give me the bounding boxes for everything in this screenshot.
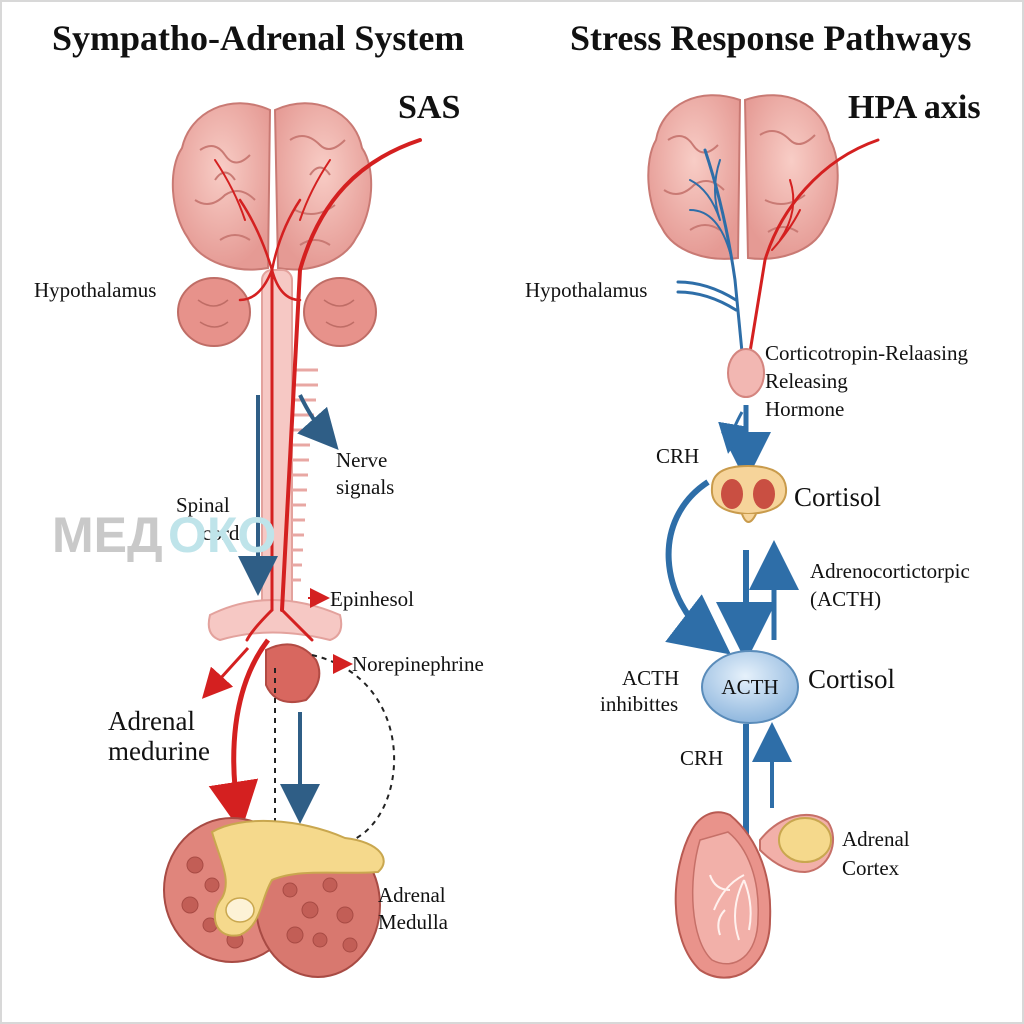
- sas-hypothalamus-lobes: [177, 277, 377, 347]
- acth-node-label: ACTH: [721, 675, 778, 699]
- nerve-signals-label-2: signals: [336, 475, 394, 499]
- adrenal-cortex-illustration: [674, 811, 834, 979]
- adrenal-medurine-label-2: medurine: [108, 736, 210, 766]
- left-panel-title: Sympatho-Adrenal System: [52, 18, 464, 58]
- watermark-right: ОКО: [168, 507, 276, 563]
- acth-label-2: (ACTH): [810, 587, 881, 611]
- hpa-brain-illustration: [647, 94, 839, 260]
- norepinephrine-label: Norepinephrine: [352, 652, 484, 676]
- hpa-hypothalamus-label: Hypothalamus: [525, 278, 647, 302]
- acth-label-1: Adrenocortictorpic: [810, 559, 970, 583]
- cortisol-mid-label: Cortisol: [808, 664, 895, 694]
- adrenal-cortex-label-1: Adrenal: [842, 827, 910, 851]
- sas-nerve-pathway: [214, 138, 422, 642]
- adrenal-medurine-label-1: Adrenal: [108, 706, 195, 736]
- epinephrine-label: Epinhesol: [330, 587, 414, 611]
- watermark-left: МЕД: [52, 507, 163, 563]
- acth-node: [701, 650, 799, 724]
- pituitary-gland: [727, 348, 765, 398]
- spinal-cord-label-1: Spinal: [176, 493, 230, 517]
- adrenal-medulla-label-2: Medulla: [378, 910, 449, 934]
- nerve-signals-arrow: [297, 394, 339, 450]
- adrenal-medulla-illustration: [163, 817, 385, 978]
- crh-small-arrow: [718, 411, 748, 454]
- spinal-cord-label-2: cord: [202, 521, 240, 545]
- acth-inhibits-label-2: inhibittes: [600, 692, 678, 716]
- sas-gland: [265, 643, 321, 704]
- adrenal-side-arrow: [201, 646, 250, 699]
- sas-hypothalamus-label: Hypothalamus: [34, 278, 156, 302]
- crh-hormone-label-3: Hormone: [765, 397, 844, 421]
- sas-label: SAS: [398, 89, 460, 126]
- acth-inhibits-label-1: ACTH: [622, 666, 679, 690]
- hpa-axis-label: HPA axis: [848, 89, 981, 126]
- crh-top-label: CRH: [656, 444, 699, 468]
- right-panel-title: Stress Response Pathways: [570, 18, 971, 58]
- cortisol-top-label: Cortisol: [794, 482, 881, 512]
- feedback-loop-arrow: [665, 479, 732, 655]
- hpa-neural-pathway: [676, 138, 880, 354]
- adrenal-medurine-arrow: [208, 638, 270, 832]
- nerve-signals-label-1: Nerve: [336, 448, 387, 472]
- sas-brain-illustration: [171, 102, 373, 271]
- dashed-link-curve: [311, 654, 396, 843]
- crh-bottom-label: CRH: [680, 746, 723, 770]
- crh-hormone-label-1: Corticotropin-Relaasing: [765, 341, 968, 365]
- cortisol-gland-top: [710, 464, 788, 523]
- adrenal-medulla-label-1: Adrenal: [378, 883, 446, 907]
- crh-hormone-label-2: Releasing: [765, 369, 848, 393]
- adrenal-cortex-label-2: Cortex: [842, 856, 900, 880]
